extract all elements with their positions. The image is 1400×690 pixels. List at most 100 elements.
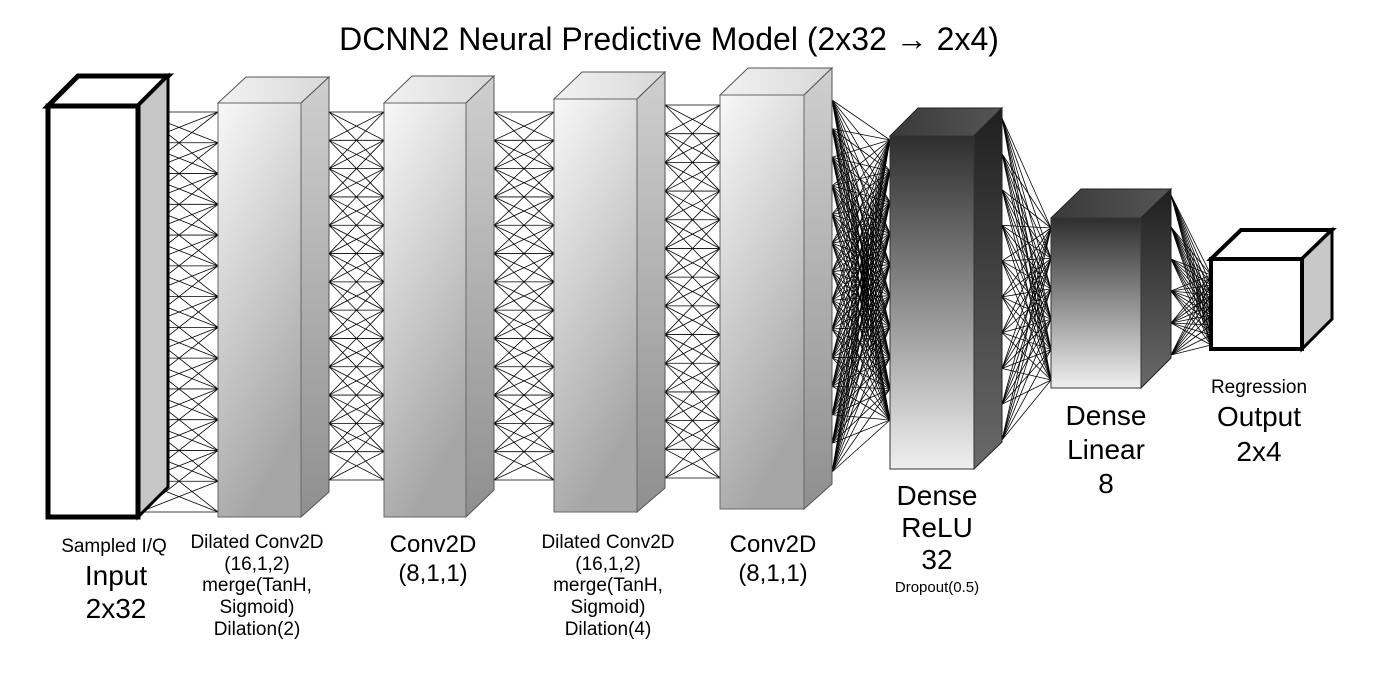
connection-line <box>1001 189 1052 229</box>
output-block-front <box>1209 257 1304 351</box>
connection-line <box>1170 294 1212 356</box>
conv2-label-line1: Conv2D <box>730 531 817 558</box>
dense-relu-label-line1: Dense <box>897 480 978 511</box>
connection-line <box>1001 349 1052 441</box>
connection-line <box>328 281 385 311</box>
connection-line <box>1001 288 1052 369</box>
connection-line <box>831 214 891 296</box>
connection-line <box>831 139 891 473</box>
connection-line <box>1001 258 1052 298</box>
connection-line <box>664 305 721 364</box>
connection-line <box>1170 194 1212 316</box>
dilated-conv2-label-line1: Dilated Conv2D <box>541 532 674 553</box>
connection-line <box>328 338 385 368</box>
connection-line <box>831 214 891 265</box>
dilated-conv2-label-line4: Sigmoid) <box>571 597 646 618</box>
connection-line <box>831 419 891 473</box>
connection-line <box>831 99 891 141</box>
connection-line <box>664 391 721 450</box>
connection-line <box>1170 290 1212 296</box>
input-label-line2: Input <box>85 560 147 591</box>
connection-line <box>328 281 385 339</box>
connection-line <box>1001 153 1052 350</box>
connection-line <box>664 248 721 278</box>
connection-line <box>1001 258 1052 369</box>
connection-line <box>1001 153 1052 381</box>
dilated-conv1-front <box>217 102 302 518</box>
dilated-conv1-label-line4: Sigmoid) <box>220 597 295 618</box>
connection-line <box>831 299 891 328</box>
connection-line <box>1170 194 1212 336</box>
conv1-label: Conv2D (8,1,1) <box>390 531 477 587</box>
connection-line <box>328 309 385 339</box>
connection-line <box>1001 260 1052 290</box>
connection-line <box>831 139 891 444</box>
connection-line <box>831 170 891 187</box>
connection-line <box>1170 290 1212 326</box>
connection-line <box>831 295 891 301</box>
connection-line <box>831 264 891 330</box>
connection-line <box>664 104 721 135</box>
connection-line <box>1001 117 1052 289</box>
connection-line <box>1001 368 1052 381</box>
connection-line <box>664 448 721 479</box>
connection-line <box>1001 296 1052 350</box>
connection-line <box>831 139 891 301</box>
connection-line <box>493 394 555 452</box>
connection-line <box>493 394 555 424</box>
output-label-line1: Regression <box>1211 377 1307 398</box>
connection-line <box>831 170 891 244</box>
conv1-side <box>465 74 495 519</box>
connection-line <box>831 264 891 358</box>
connection-line <box>1001 117 1052 350</box>
dense-linear-front <box>1050 217 1142 389</box>
connection-line <box>664 362 721 421</box>
connection-line <box>1170 290 1212 306</box>
connection-line <box>1001 227 1052 441</box>
connection-line <box>493 423 555 453</box>
connection-line <box>328 394 385 452</box>
connection-line <box>1001 227 1052 405</box>
connection-line <box>831 170 891 215</box>
connection-line <box>664 334 721 364</box>
connection-line <box>831 202 891 301</box>
connection-line <box>1001 225 1052 259</box>
connection-line <box>1170 226 1212 326</box>
input-label-line1: Sampled I/Q <box>61 536 167 557</box>
connection-line <box>831 214 891 390</box>
connection-line <box>1001 227 1052 333</box>
connection-line <box>831 385 891 390</box>
connection-line <box>1170 274 1212 324</box>
connection-line <box>1001 260 1052 320</box>
connection-line <box>1170 284 1212 292</box>
connection-line <box>831 99 891 172</box>
connection-line <box>1170 258 1212 336</box>
connection-line <box>1170 258 1212 326</box>
connection-line <box>1001 225 1052 290</box>
connection-line <box>831 242 891 358</box>
connection-line <box>831 242 891 327</box>
connection-line <box>1001 258 1052 441</box>
connection-line <box>831 232 891 273</box>
connection-line <box>664 190 721 249</box>
connection-line <box>831 185 891 203</box>
connection-line <box>831 357 891 444</box>
connection-line <box>831 233 891 473</box>
connection-line <box>1170 324 1212 356</box>
connection-line <box>1001 288 1052 405</box>
conv1-label-line1: Conv2D <box>390 531 477 558</box>
connection-line <box>328 196 385 254</box>
input-layer-label: Sampled I/Q Input 2x32 <box>61 536 167 624</box>
connection-line <box>831 326 891 330</box>
connection-line <box>664 104 721 163</box>
connection-line <box>831 185 891 265</box>
connection-line <box>1170 304 1212 324</box>
connection-line <box>328 111 385 141</box>
connection-line <box>831 185 891 296</box>
connection-line <box>328 309 385 368</box>
connection-line <box>664 162 721 192</box>
diagram-title: DCNN2 Neural Predictive Model (2x32 → 2x… <box>339 21 999 57</box>
connection-line <box>493 281 555 311</box>
dense-relu-label-line4: Dropout(0.5) <box>895 579 979 596</box>
connection-line <box>1170 258 1212 346</box>
